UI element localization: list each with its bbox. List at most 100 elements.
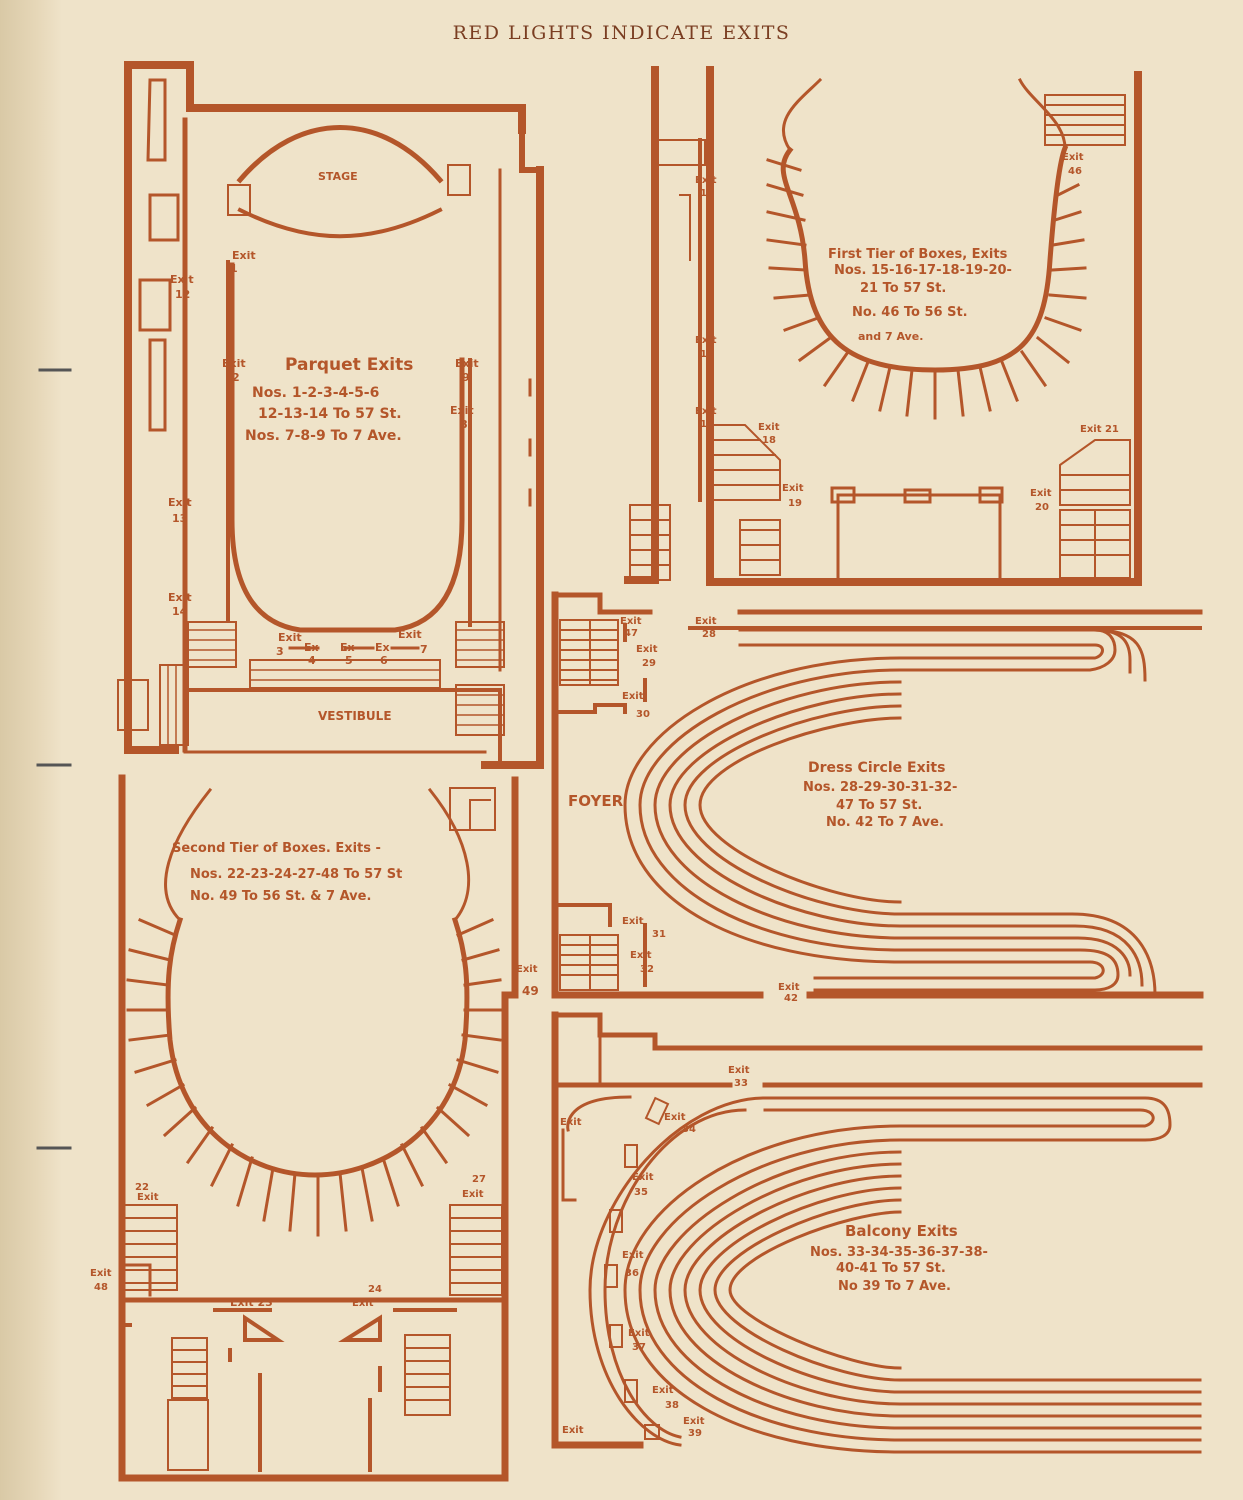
exit-22-num: 22 — [135, 1182, 149, 1193]
exit-32-num: 32 — [640, 964, 654, 975]
exit-27-num: 27 — [472, 1174, 486, 1185]
first-tier-line3: No. 46 To 56 St. — [852, 305, 968, 320]
exit-33-num: 33 — [734, 1078, 748, 1089]
dress-circle-exit-labels: Exit 47 Exit 28 Exit 29 Exit 30 Exit 31 … — [620, 616, 800, 1004]
exit-37-word: Exit — [628, 1328, 650, 1339]
exit-6-num: 6 — [380, 654, 388, 667]
exit-23-word: Exit 23 — [230, 1296, 273, 1309]
balcony-title: Balcony Exits — [845, 1222, 958, 1240]
parquet-line3: Nos. 7-8-9 To 7 Ave. — [245, 428, 402, 444]
exit-34-num: 34 — [682, 1124, 696, 1135]
exit-35-word: Exit — [632, 1172, 654, 1183]
exit-30-word: Exit — [622, 691, 644, 702]
parquet-line2: 12-13-14 To 57 St. — [258, 406, 402, 422]
exit-4-word: Ex — [304, 641, 319, 654]
exit-3-num: 3 — [276, 645, 284, 658]
dress-circle-line3: No. 42 To 7 Ave. — [826, 815, 944, 830]
exit-47-num: 47 — [624, 628, 638, 639]
exit-13-num: 13 — [172, 512, 187, 525]
exit-2-word: Exit — [222, 357, 246, 370]
exit-8-word: Exit — [450, 404, 474, 417]
dress-circle-plan — [551, 591, 1204, 999]
exit-16-word: Exit — [695, 335, 717, 346]
binding-spine — [0, 0, 62, 1500]
exit-7-num: 7 — [420, 643, 428, 656]
exit-15-word: Exit — [695, 175, 717, 186]
parquet-exit-labels: Exit 1 Exit 2 Exit 9 Exit 8 Exit 12 Exit… — [168, 249, 479, 667]
exit-4-num: 4 — [308, 654, 316, 667]
exit-7-word: Exit — [398, 628, 422, 641]
exit-38-word: Exit — [652, 1385, 674, 1396]
parquet-plan — [117, 61, 544, 769]
foyer-label: FOYER — [568, 792, 624, 810]
exit-39-word: Exit — [683, 1416, 705, 1427]
exit-31-word: Exit — [622, 916, 644, 927]
exit-36-word: Exit — [622, 1250, 644, 1261]
first-tier-line2: 21 To 57 St. — [860, 281, 946, 296]
exit-3-word: Exit — [278, 631, 302, 644]
exit-46-word: Exit — [1062, 152, 1084, 163]
exit-14-num: 14 — [172, 605, 188, 618]
exit-46-num: 46 — [1068, 166, 1082, 177]
exit-39-num: 39 — [688, 1428, 702, 1439]
exit-19-word: Exit — [782, 483, 804, 494]
exit-47-word: Exit — [620, 616, 642, 627]
page-header: RED LIGHTS INDICATE EXITS — [452, 22, 791, 44]
vestibule-label: VESTIBULE — [318, 709, 392, 723]
dress-circle-line1: Nos. 28-29-30-31-32- — [803, 780, 957, 795]
exit-18-num: 18 — [762, 435, 776, 446]
exit-28-num: 28 — [702, 629, 716, 640]
exit-48-num: 48 — [94, 1282, 108, 1293]
exit-17-num: 17 — [700, 419, 714, 430]
exit-27-word: Exit — [462, 1189, 484, 1200]
first-tier-title: First Tier of Boxes, Exits — [828, 247, 1008, 262]
first-tier-plan — [624, 66, 1142, 586]
second-tier-line2: No. 49 To 56 St. & 7 Ave. — [190, 889, 371, 904]
stage-label: STAGE — [318, 170, 358, 183]
exit-1-num: 1 — [230, 262, 238, 275]
exit-2-num: 2 — [232, 371, 240, 384]
exit-38-num: 38 — [665, 1400, 679, 1411]
exit-5-word: Ex — [340, 641, 355, 654]
second-tier-line1: Nos. 22-23-24-27-48 To 57 St — [190, 867, 402, 882]
dress-circle-title: Dress Circle Exits — [808, 760, 945, 776]
first-tier-line1: Nos. 15-16-17-18-19-20- — [834, 263, 1012, 278]
exit-28-word: Exit — [695, 616, 717, 627]
exit-9-word: Exit — [455, 357, 479, 370]
exit-42-num: 42 — [784, 993, 798, 1004]
parquet-title: Parquet Exits — [285, 355, 413, 375]
exit-48-word: Exit — [90, 1268, 112, 1279]
exit-1-word: Exit — [232, 249, 256, 262]
exit-21-word: Exit 21 — [1080, 424, 1119, 435]
exit-49-word: Exit — [516, 964, 538, 975]
exit-33-word: Exit — [728, 1065, 750, 1076]
exit-13-word: Exit — [168, 496, 192, 509]
exit-20-num: 20 — [1035, 502, 1049, 513]
second-tier-plan — [118, 774, 519, 1482]
exit-29-num: 29 — [642, 658, 656, 669]
exit-9-num: 9 — [462, 371, 470, 384]
exit-29-word: Exit — [636, 644, 658, 655]
exit-36-num: 36 — [625, 1268, 639, 1279]
exit-6-word: Ex — [375, 641, 390, 654]
second-tier-exit-labels: Exit 49 22 Exit 27 Exit Exit 48 Exit 23 … — [90, 964, 539, 1309]
exit-24-num: 24 — [368, 1284, 382, 1295]
exit-15-num: 15 — [700, 188, 714, 199]
balcony-line3: No 39 To 7 Ave. — [838, 1279, 951, 1294]
exit-35-num: 35 — [634, 1187, 648, 1198]
exit-18-word: Exit — [758, 422, 780, 433]
balcony-plan — [551, 1011, 1203, 1454]
exit-42-word: Exit — [778, 982, 800, 993]
dress-circle-line2: 47 To 57 St. — [836, 798, 922, 813]
exit-22-word: Exit — [137, 1192, 159, 1203]
balcony-exit-labels: Exit 33 Exit 34 Exit 35 Exit 36 Exit 37 … — [560, 1065, 750, 1439]
exit-30-num: 30 — [636, 709, 650, 720]
first-tier-line4: and 7 Ave. — [858, 330, 923, 343]
exit-34-word: Exit — [664, 1112, 686, 1123]
first-tier-exit-labels: Exit 15 Exit 16 Exit 17 Exit 18 Exit 19 … — [695, 152, 1119, 513]
exit-16-num: 16 — [700, 349, 714, 360]
exit-49-num: 49 — [522, 984, 539, 998]
parquet-line1: Nos. 1-2-3-4-5-6 — [252, 385, 379, 401]
exit-17-word: Exit — [695, 406, 717, 417]
